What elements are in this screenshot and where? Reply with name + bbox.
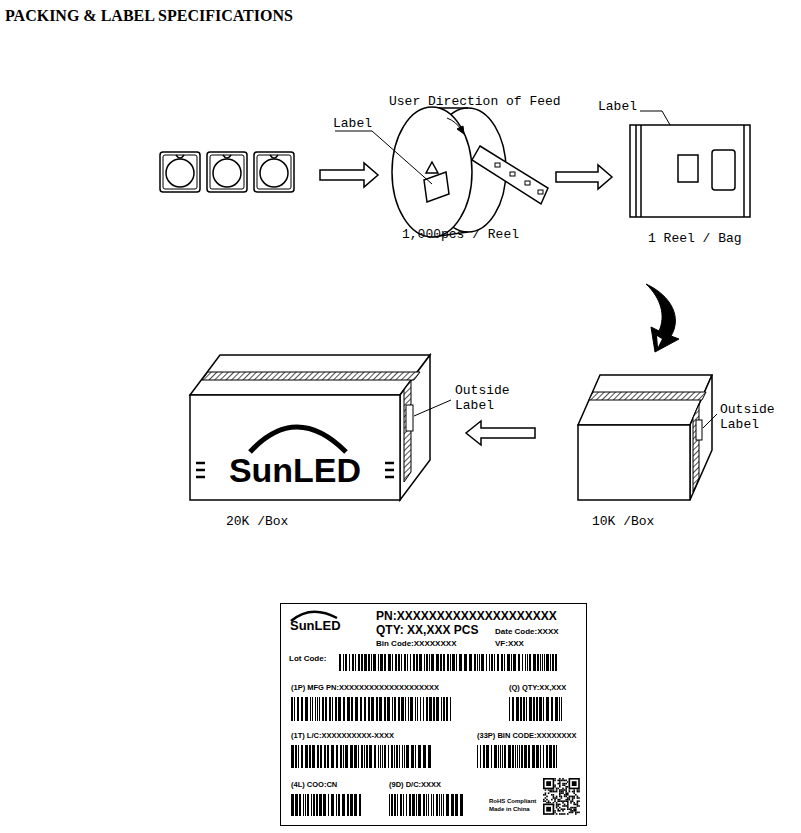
barcode <box>509 697 562 721</box>
led-component <box>207 152 247 192</box>
leader-line <box>335 131 432 184</box>
reel <box>392 107 548 237</box>
label-field: PN:XXXXXXXXXXXXXXXXXXXX <box>376 610 557 623</box>
bag <box>630 125 750 217</box>
label-field: Lot Code: <box>289 655 326 664</box>
label-field: (1T) L/C:XXXXXXXXXX-XXXX <box>291 732 394 740</box>
callout-label: 1,000pcs / Reel <box>402 227 519 242</box>
label-field: (Q) QTY:XX,XXX <box>509 684 566 692</box>
page-title: PACKING & LABEL SPECIFICATIONS <box>5 7 293 25</box>
label-field: (4L) COO:CN <box>291 781 337 789</box>
carton-large <box>190 355 430 500</box>
callout-label: Outside Label <box>455 383 519 413</box>
flow-arrow <box>320 163 378 187</box>
carton-front: SunLED <box>190 395 400 500</box>
barcode <box>291 745 431 768</box>
barcode <box>477 745 557 768</box>
label-field: Date Code:XXXX <box>495 628 559 637</box>
leader-line <box>414 400 451 416</box>
label-field: QTY: XX,XXX PCS <box>376 624 478 637</box>
callout-label: Label <box>598 99 637 114</box>
curved-arrow <box>646 284 679 352</box>
qr-code <box>543 778 580 815</box>
callout-label: 1 Reel / Bag <box>648 231 742 246</box>
barcode <box>339 654 557 671</box>
label-field: (33P) BIN CODE:XXXXXXXX <box>477 732 577 740</box>
carton-logo: SunLED <box>229 451 361 490</box>
label-field: Made in China <box>489 806 530 813</box>
feed-arrow <box>457 126 464 134</box>
label-field: (9D) D/C:XXXX <box>389 781 441 789</box>
leader-line <box>703 414 717 428</box>
led-component <box>254 152 294 192</box>
flow-arrow <box>556 165 612 189</box>
barcode <box>389 794 463 816</box>
callout-label: 10K /Box <box>592 514 654 529</box>
label-field: VF:XXX <box>495 640 524 649</box>
flow-arrow <box>466 421 535 445</box>
barcode <box>291 697 451 721</box>
label-field: (1P) MFG PN:XXXXXXXXXXXXXXXXXXXX <box>291 684 439 692</box>
callout-label: User Direction of Feed <box>389 94 561 109</box>
callout-label: 20K /Box <box>226 514 288 529</box>
barcode-art <box>281 604 586 825</box>
carton-small <box>578 375 712 500</box>
callout-label: Outside Label <box>720 402 784 432</box>
label-field: SunLED <box>290 619 341 633</box>
label-field: RoHS Compliant <box>489 798 536 805</box>
barcode <box>291 794 361 816</box>
callout-label: Label <box>333 116 372 131</box>
label-field: Bin Code:XXXXXXXX <box>376 640 456 649</box>
product-label: SunLED PN:XXXXXXXXXXXXXXXXXXXXQTY: XX,XXX… <box>280 603 587 826</box>
led-component <box>160 152 200 192</box>
